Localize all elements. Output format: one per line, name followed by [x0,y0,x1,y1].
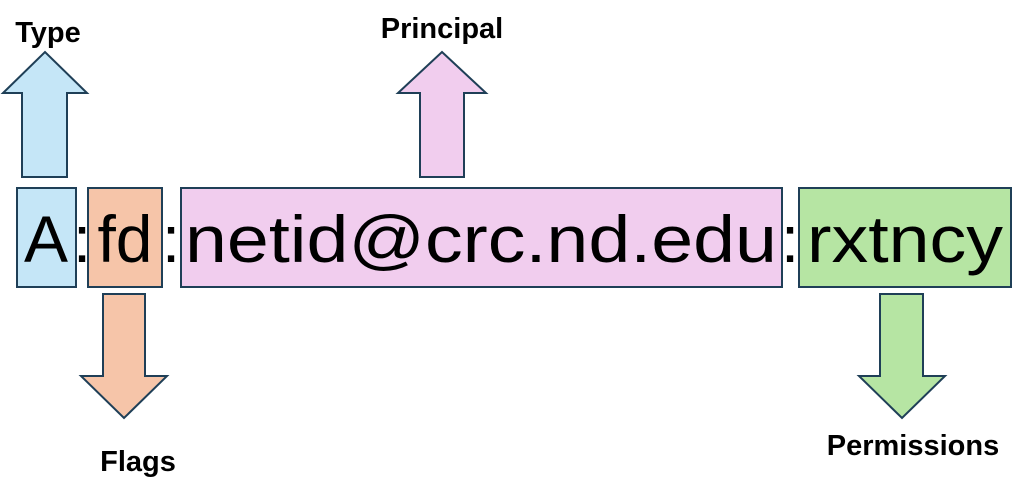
separator-3: : [781,202,799,276]
principal-label: Principal [381,13,504,45]
flags-label: Flags [100,446,176,478]
type-label: Type [15,17,81,49]
type-text: A [24,202,68,276]
flags-box [87,187,163,288]
flags-down-arrow [78,293,170,420]
permissions-label: Permissions [827,430,999,462]
type-up-arrow [0,50,90,178]
separator-2: : [162,202,180,276]
principal-text: netid@crc.nd.edu [185,202,777,276]
permissions-box [798,187,1012,288]
principal-up-arrow [395,50,489,178]
permissions-down-arrow [856,293,948,420]
permissions-text: rxtncy [807,202,1003,276]
separator-1: : [73,202,91,276]
flags-text: fd [97,202,152,276]
type-box [16,187,77,288]
principal-box [180,187,783,288]
